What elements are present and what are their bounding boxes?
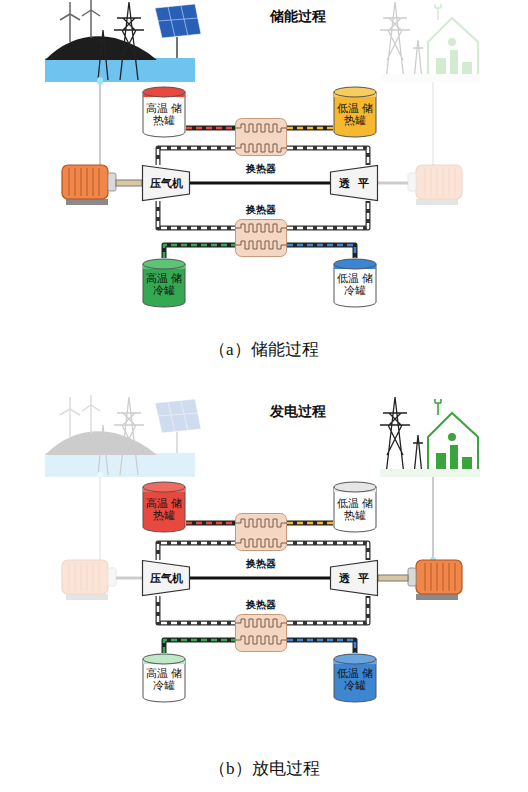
pipe [287,148,368,165]
shaft-line [190,578,330,579]
power-load-icon [380,2,480,82]
heat-exchanger: 换热器 [235,513,287,571]
panel-title: 发电过程 [270,403,326,421]
glow-dot [97,79,103,85]
motor [62,165,116,205]
compressor: 压气机 [142,165,190,201]
tank-label: 低温 储热罐 [333,86,377,126]
pipe [287,201,368,228]
heat-exchanger: 换热器 [235,203,287,257]
exchanger-label: 换热器 [235,203,287,217]
pipe [158,201,235,228]
panel-title: 储能过程 [270,8,326,26]
tank-label: 高温 储冷罐 [142,258,186,296]
tank-label: 高温 储冷罐 [142,653,186,691]
pipe [287,543,368,560]
storage-tank: 高温 储冷罐 [142,653,186,703]
pipe [164,640,235,653]
pipe [186,128,235,129]
grid-line [99,82,100,165]
generator [408,560,462,600]
shaft [378,575,408,581]
panel-caption: （a）储能过程 [209,338,319,361]
storage-tank: 低温 储热罐 [333,86,377,138]
storage-tank: 高温 储热罐 [142,86,186,138]
pipe [287,245,355,258]
storage-tank: 低温 储冷罐 [333,653,377,703]
grid-line [432,477,433,560]
pipe [287,523,333,524]
power-source-icon [45,395,201,478]
storage-tank: 低温 储冷罐 [333,258,377,308]
power-load-icon [380,397,480,477]
tank-label: 低温 储冷罐 [333,258,377,296]
turbine: 透平 [330,560,378,596]
exchanger-label: 换热器 [235,598,287,612]
exchanger-label: 换热器 [235,557,287,571]
pipe [186,523,235,524]
compressor: 压气机 [142,560,190,596]
tank-label: 低温 储冷罐 [333,653,377,691]
shaft [116,577,142,580]
grid-line [99,477,100,560]
pipe [158,543,235,560]
machine-label: 透平 [330,165,378,201]
turbine: 透平 [330,165,378,201]
power-source-icon [45,0,201,83]
heat-exchanger: 换热器 [235,598,287,652]
machine-label: 压气机 [142,560,190,596]
panel-caption: （b）放电过程 [209,757,320,780]
heat-exchanger: 换热器 [235,118,287,176]
shaft-line [190,183,330,184]
pipe [287,640,355,653]
machine-label: 透平 [330,560,378,596]
storage-tank: 高温 储冷罐 [142,258,186,308]
motor [62,560,116,600]
pipe [158,596,235,623]
tank-label: 低温 储热罐 [333,481,377,521]
shaft [116,180,142,186]
generator [408,165,462,205]
storage-tank: 低温 储热罐 [333,481,377,533]
storage-tank: 高温 储热罐 [142,481,186,533]
tank-label: 高温 储热罐 [142,86,186,126]
tank-label: 高温 储热罐 [142,481,186,521]
pipe [164,245,235,258]
exchanger-label: 换热器 [235,162,287,176]
pipe [287,128,333,129]
pipe [287,596,368,623]
machine-label: 压气机 [142,165,190,201]
pipe [158,148,235,165]
shaft [378,182,408,185]
grid-line [432,82,433,165]
